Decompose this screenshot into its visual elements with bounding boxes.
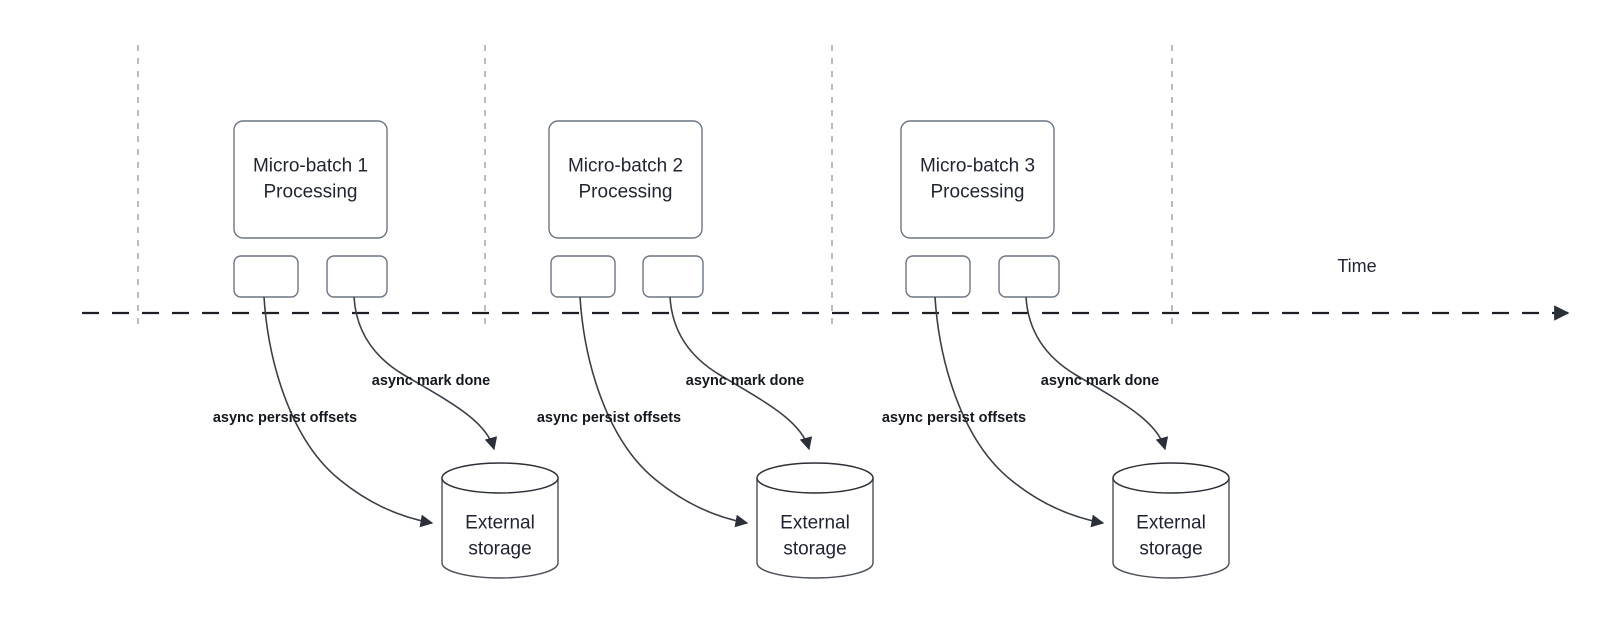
- cylinder-top: [756, 462, 874, 494]
- external-storage-node[interactable]: External storage: [756, 462, 874, 579]
- persist-offsets-task[interactable]: [233, 255, 299, 298]
- mark-done-task[interactable]: [642, 255, 704, 298]
- external-storage-title: External: [465, 513, 535, 534]
- mark-done-task[interactable]: [326, 255, 388, 298]
- micro-batch-title: Micro-batch 2: [568, 156, 683, 177]
- async-mark-done-edge: [1025, 296, 1169, 451]
- micro-batch-box-shape: [548, 120, 703, 239]
- external-storage-subtitle: storage: [1139, 539, 1202, 560]
- async-persist-offsets-edge-label: async persist offsets: [537, 410, 681, 426]
- micro-batch-box-shape: [233, 120, 388, 239]
- async-mark-done-edge-label: async mark done: [372, 373, 490, 389]
- micro-batch-subtitle: Processing: [931, 182, 1025, 203]
- async-mark-done-edge: [669, 296, 813, 451]
- group-2: Micro-batch 2 Processing async persist off…: [537, 120, 874, 579]
- micro-batch-processing-box[interactable]: Micro-batch 3 Processing: [900, 120, 1055, 239]
- cylinder-body: [756, 477, 874, 579]
- time-axis-label: Time: [1337, 256, 1376, 276]
- async-mark-done-edge-label: async mark done: [1041, 373, 1159, 389]
- cylinder-top: [441, 462, 559, 494]
- async-mark-done-edge-label: async mark done: [686, 373, 804, 389]
- micro-batch-title: Micro-batch 3: [920, 156, 1035, 177]
- cylinder-body: [441, 477, 559, 579]
- async-persist-offsets-edge-label: async persist offsets: [882, 410, 1026, 426]
- external-storage-subtitle: storage: [783, 539, 846, 560]
- external-storage-subtitle: storage: [468, 539, 531, 560]
- async-persist-offsets-edge: [579, 296, 749, 528]
- external-storage-node[interactable]: External storage: [1112, 462, 1230, 579]
- micro-batch-groups: Micro-batch 1 Processing async persist off…: [213, 120, 1230, 579]
- group-3: Micro-batch 3 Processing async persist off…: [882, 120, 1230, 579]
- async-persist-offsets-edge: [934, 296, 1105, 528]
- async-persist-offsets-edge: [263, 296, 434, 528]
- mark-done-task[interactable]: [998, 255, 1060, 298]
- cylinder-top: [1112, 462, 1230, 494]
- micro-batch-processing-box[interactable]: Micro-batch 1 Processing: [233, 120, 388, 239]
- cylinder-body: [1112, 477, 1230, 579]
- micro-batch-processing-box[interactable]: Micro-batch 2 Processing: [548, 120, 703, 239]
- micro-batch-subtitle: Processing: [579, 182, 673, 203]
- group-1: Micro-batch 1 Processing async persist off…: [213, 120, 559, 579]
- external-storage-title: External: [780, 513, 850, 534]
- micro-batch-box-shape: [900, 120, 1055, 239]
- micro-batch-subtitle: Processing: [264, 182, 358, 203]
- external-storage-title: External: [1136, 513, 1206, 534]
- persist-offsets-task[interactable]: [905, 255, 971, 298]
- micro-batch-title: Micro-batch 1: [253, 156, 368, 177]
- async-persist-offsets-edge-label: async persist offsets: [213, 410, 357, 426]
- async-mark-done-edge: [353, 296, 498, 451]
- external-storage-node[interactable]: External storage: [441, 462, 559, 579]
- persist-offsets-task[interactable]: [550, 255, 616, 298]
